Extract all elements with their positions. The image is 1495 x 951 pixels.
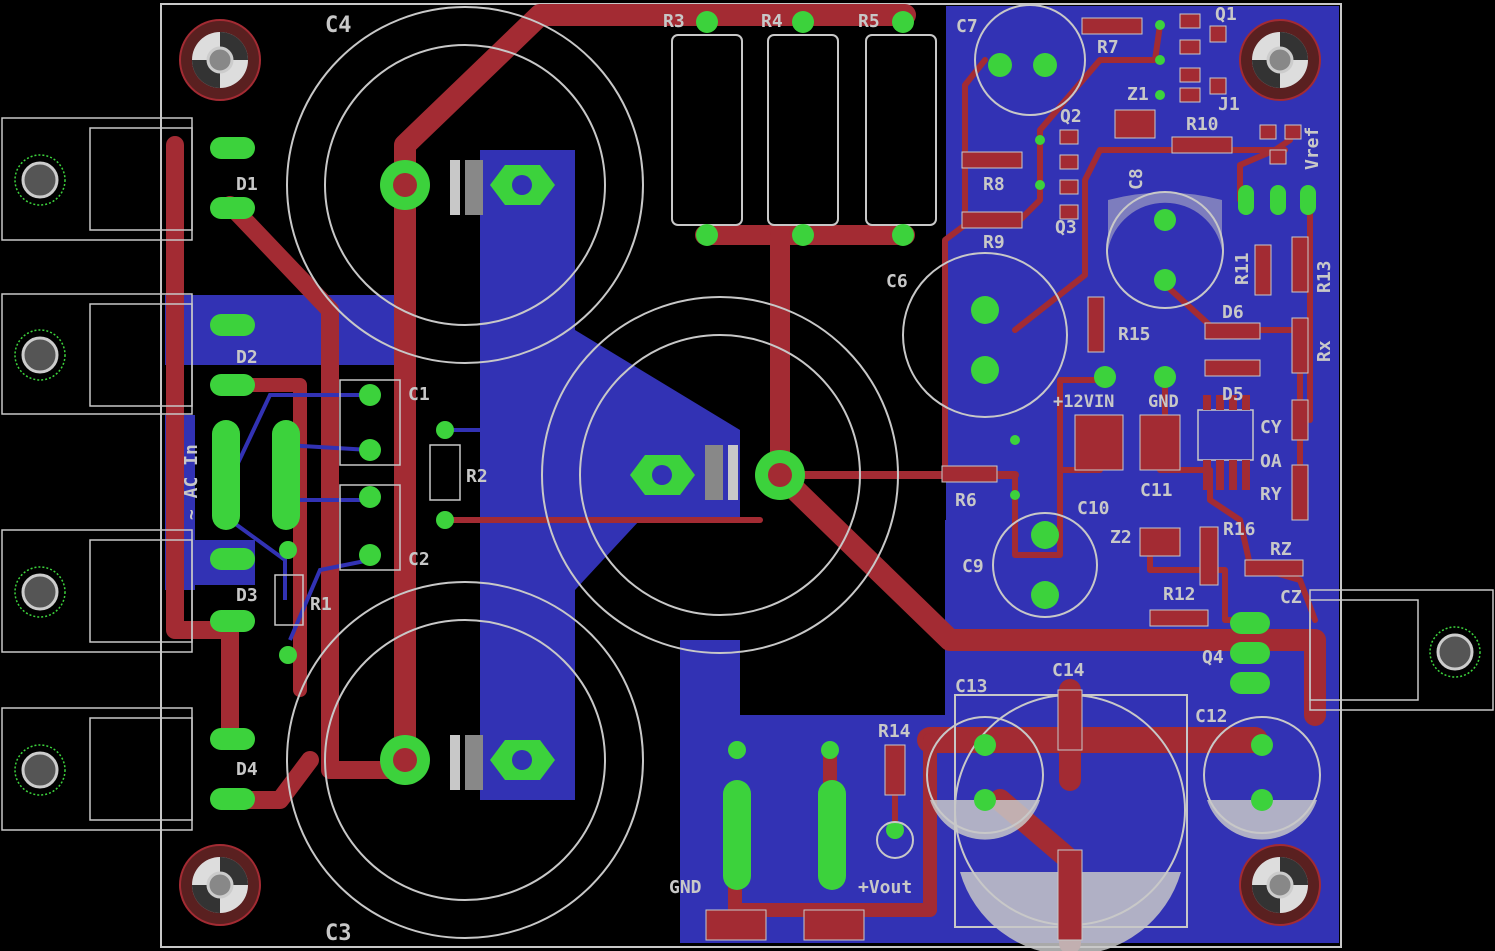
label-c14: C14: [1052, 660, 1085, 681]
label-r13: R13: [1314, 260, 1335, 293]
oa-pins: [1203, 395, 1250, 490]
oval-pads: [210, 137, 1316, 890]
label-r16: R16: [1223, 519, 1256, 540]
label-cy: CY: [1260, 417, 1282, 438]
label-ry: RY: [1260, 484, 1282, 505]
label-c12: C12: [1195, 706, 1228, 727]
big-pads: [380, 160, 805, 785]
label-oa: OA: [1260, 451, 1282, 472]
pad-c3-plus: [380, 735, 430, 785]
label-r11: R11: [1232, 252, 1253, 285]
label-d4: D4: [236, 759, 258, 780]
label-z1: Z1: [1127, 84, 1149, 105]
label-c8: C8: [1126, 168, 1147, 190]
small-caps: [274, 379, 461, 626]
label-j1: J1: [1218, 94, 1240, 115]
label-z2: Z2: [1110, 527, 1132, 548]
label-c10: C10: [1077, 498, 1110, 519]
label-c2: C2: [408, 549, 430, 570]
label-c11: C11: [1140, 480, 1173, 501]
pad-c5-minus: [630, 455, 695, 495]
mount-hole-br: [1239, 844, 1321, 926]
label-q2: Q2: [1060, 106, 1082, 127]
label-d2: D2: [236, 347, 258, 368]
label-rz: RZ: [1270, 539, 1292, 560]
vout-coil: [876, 821, 914, 859]
pour-cutout: [740, 520, 945, 715]
label-q1: Q1: [1215, 4, 1237, 25]
smd-parts: [705, 13, 1309, 941]
diode-packages: [1, 117, 1494, 831]
label-cz: CZ: [1280, 587, 1302, 608]
label-c4: C4: [325, 13, 352, 38]
label-r3: R3: [663, 11, 685, 32]
label-r10: R10: [1186, 114, 1219, 135]
label-q3: Q3: [1055, 217, 1077, 238]
label-ac-in: ~ AC In: [181, 444, 202, 520]
label-r8: R8: [983, 174, 1005, 195]
pad-c5-plus: [755, 450, 805, 500]
mount-hole-bl: [179, 844, 261, 926]
capacitor-fill: [930, 192, 1317, 951]
mounting-holes: [179, 19, 1321, 926]
label-12vin: +12VIN: [1053, 392, 1114, 412]
mount-hole-tl: [179, 19, 261, 101]
silkscreen-labels: C4 C3 R3 R4 R5 C7 R7 Q1 Z1 J1 Q2 R10 R8 …: [181, 4, 1335, 946]
label-d6: D6: [1222, 302, 1244, 323]
label-r9: R9: [983, 232, 1005, 253]
label-c9: C9: [962, 556, 984, 577]
label-rx: Rx: [1314, 340, 1335, 362]
diode-tab-holes: [14, 154, 1481, 796]
label-r2: R2: [466, 466, 488, 487]
small-pads: [279, 11, 1273, 839]
label-q4: Q4: [1202, 647, 1224, 668]
label-c13: C13: [955, 676, 988, 697]
pad-c3-minus: [490, 740, 555, 780]
label-r14: R14: [878, 721, 911, 742]
pad-c4-plus: [380, 160, 430, 210]
mount-hole-tr: [1239, 19, 1321, 101]
label-c7: C7: [956, 16, 978, 37]
label-c1: C1: [408, 384, 430, 405]
bottom-copper-layer: [165, 6, 1339, 943]
label-d1: D1: [236, 174, 258, 195]
label-c3: C3: [325, 921, 352, 946]
label-d3: D3: [236, 585, 258, 606]
power-resistors: [671, 34, 937, 226]
label-r5: R5: [858, 11, 880, 32]
label-d5: D5: [1222, 384, 1244, 405]
label-gnd-out: GND: [669, 877, 702, 898]
label-r1: R1: [310, 594, 332, 615]
label-c6: C6: [886, 271, 908, 292]
pad-c4-minus: [490, 165, 555, 205]
label-vout: +Vout: [858, 877, 912, 898]
label-r4: R4: [761, 11, 783, 32]
label-r12: R12: [1163, 584, 1196, 605]
label-r7: R7: [1097, 37, 1119, 58]
cap-polarity-marks: [450, 160, 738, 790]
label-r6: R6: [955, 490, 977, 511]
oa-chip: [1197, 409, 1254, 461]
label-r15: R15: [1118, 324, 1151, 345]
label-vref: Vref: [1302, 127, 1323, 170]
vias: [1010, 20, 1165, 500]
label-gnd-in: GND: [1148, 392, 1179, 412]
